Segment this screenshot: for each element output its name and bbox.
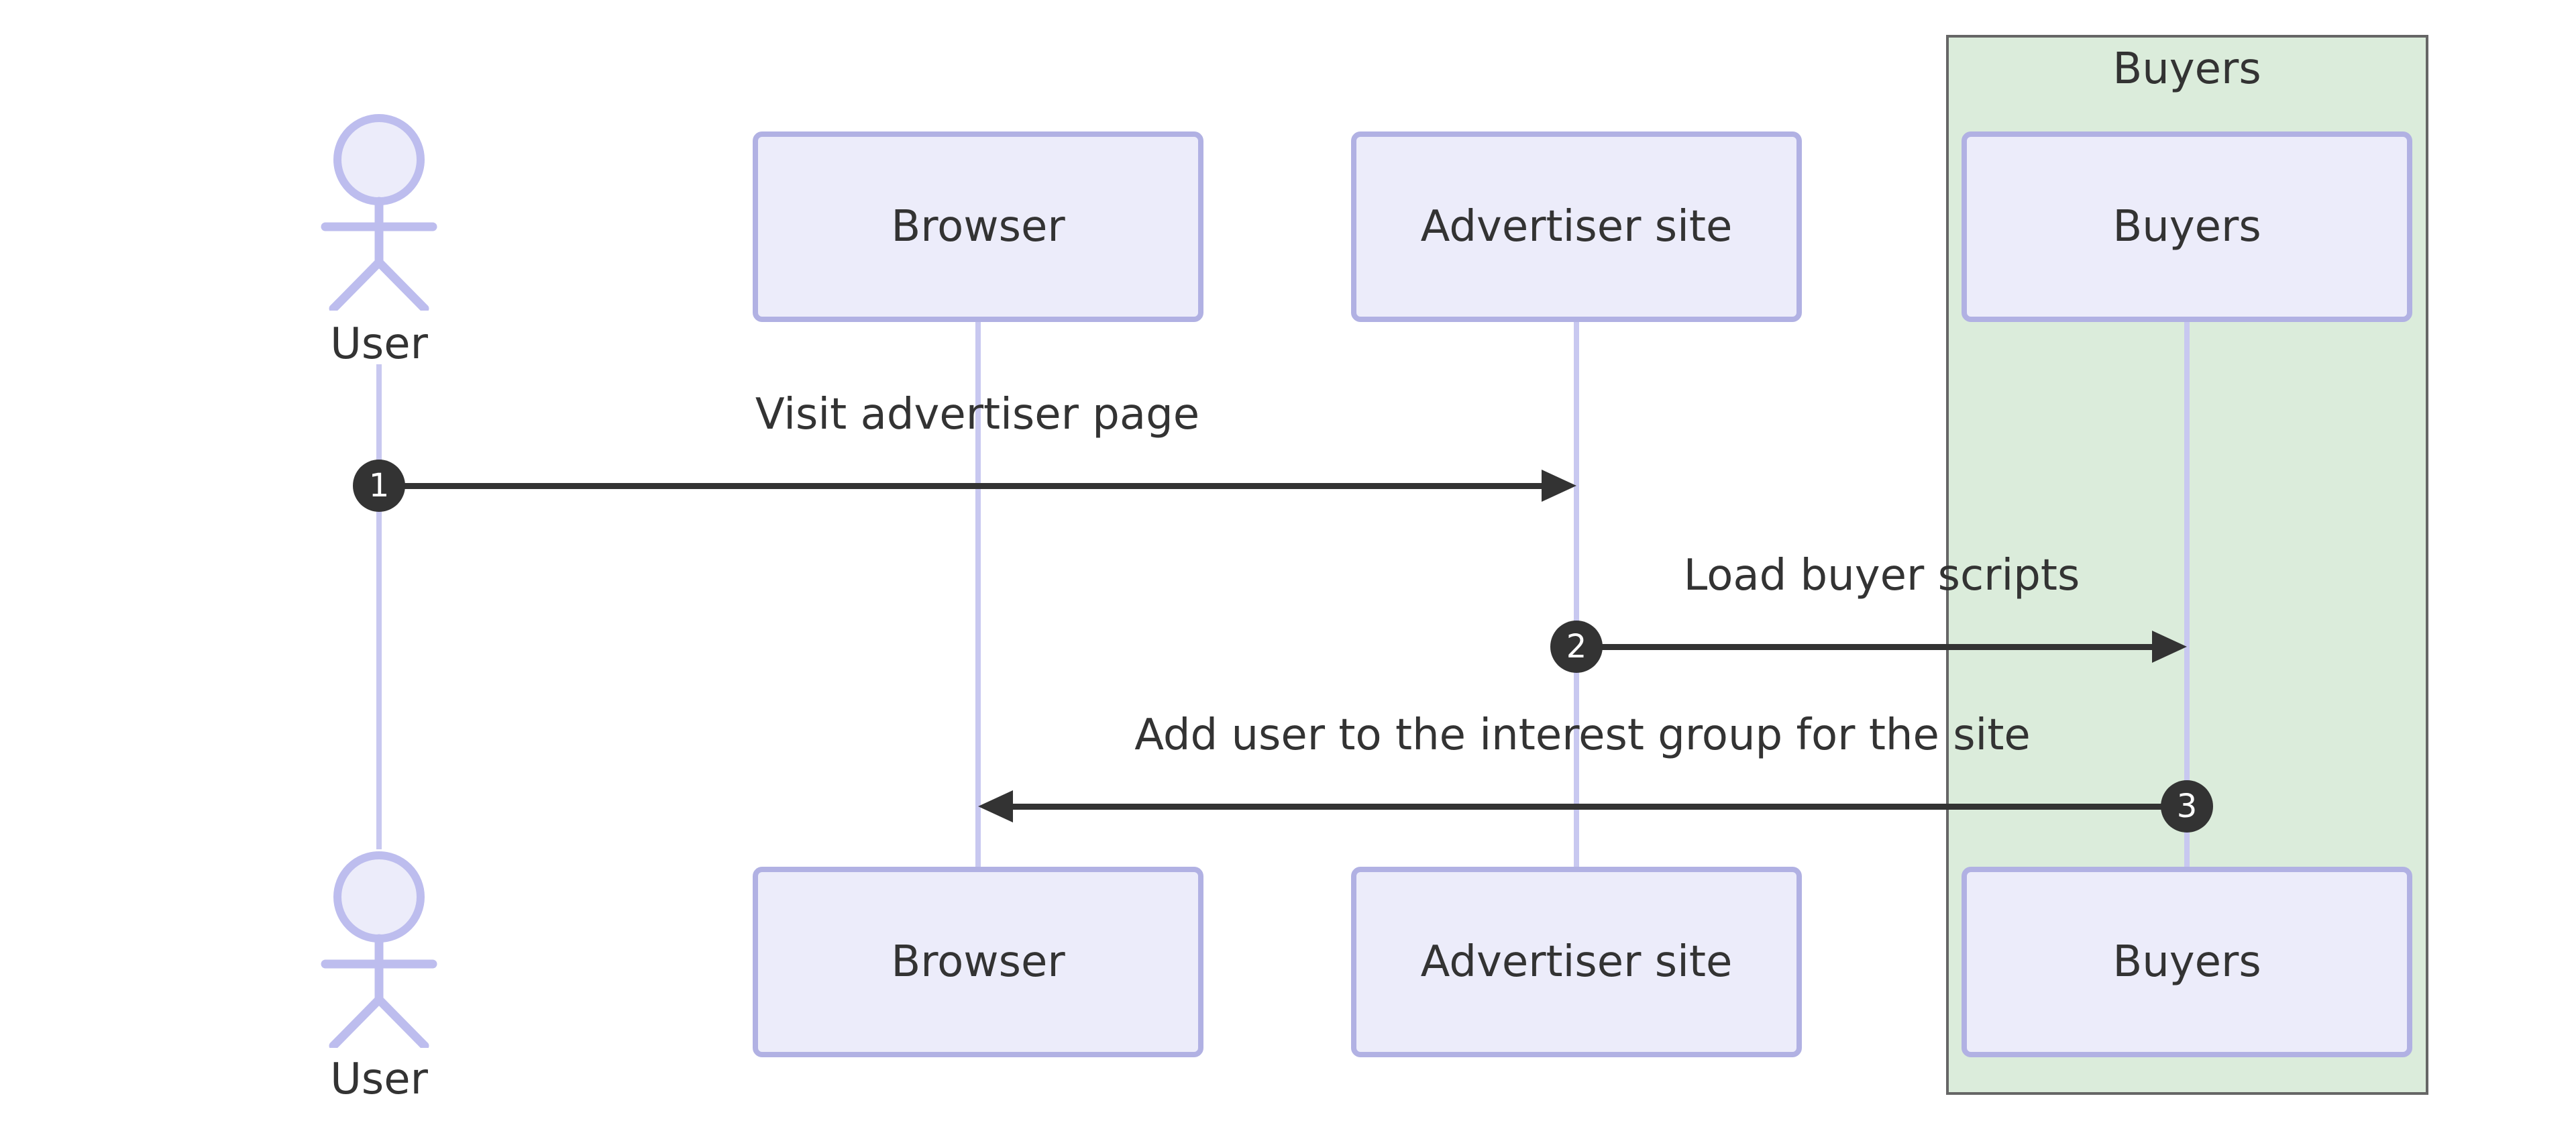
message-2-number-badge: 2 bbox=[1550, 621, 1603, 673]
message-3-number-badge: 3 bbox=[2161, 780, 2213, 833]
message-1-label: Visit advertiser page bbox=[755, 390, 1200, 439]
stick-figure-icon bbox=[321, 851, 437, 1048]
sequence-number: 1 bbox=[368, 467, 390, 504]
arrowhead-left-icon bbox=[978, 790, 1013, 822]
stick-figure-icon bbox=[321, 114, 437, 311]
message-2-line bbox=[1576, 644, 2152, 650]
message-2-label: Load buyer scripts bbox=[1683, 551, 2080, 600]
message-1-line bbox=[379, 483, 1542, 489]
actor-box-buyers-top: Buyers bbox=[1962, 131, 2412, 322]
actor-box-browser-top: Browser bbox=[753, 131, 1203, 322]
arrowhead-right-icon bbox=[2152, 631, 2187, 663]
buyers-group-title: Buyers bbox=[2112, 44, 2261, 94]
user-label-top: User bbox=[330, 319, 428, 369]
actor-box-label: Browser bbox=[891, 202, 1065, 252]
actor-box-buyers-bottom: Buyers bbox=[1962, 867, 2412, 1057]
actor-box-advertiser-top: Advertiser site bbox=[1351, 131, 1802, 322]
actor-box-label: Advertiser site bbox=[1420, 202, 1733, 252]
user-actor-figure-top bbox=[319, 109, 439, 311]
message-1-number-badge: 1 bbox=[353, 460, 405, 512]
message-3-line bbox=[1013, 804, 2187, 810]
actor-box-label: Browser bbox=[891, 937, 1065, 987]
actor-box-browser-bottom: Browser bbox=[753, 867, 1203, 1057]
sequence-number: 3 bbox=[2176, 788, 2198, 825]
arrowhead-right-icon bbox=[1542, 470, 1576, 502]
user-actor-figure-bottom bbox=[319, 847, 439, 1048]
user-label-bottom: User bbox=[330, 1055, 428, 1104]
message-3-label: Add user to the interest group for the s… bbox=[1134, 710, 2031, 760]
actor-box-advertiser-bottom: Advertiser site bbox=[1351, 867, 1802, 1057]
actor-box-label: Buyers bbox=[2112, 202, 2261, 252]
sequence-number: 2 bbox=[1566, 628, 1587, 665]
actor-box-label: Advertiser site bbox=[1420, 937, 1733, 987]
actor-box-label: Buyers bbox=[2112, 937, 2261, 987]
lifeline-buyers bbox=[2184, 321, 2190, 871]
lifeline-browser bbox=[975, 321, 981, 871]
lifeline-advertiser bbox=[1574, 321, 1579, 871]
lifeline-user bbox=[376, 364, 382, 849]
